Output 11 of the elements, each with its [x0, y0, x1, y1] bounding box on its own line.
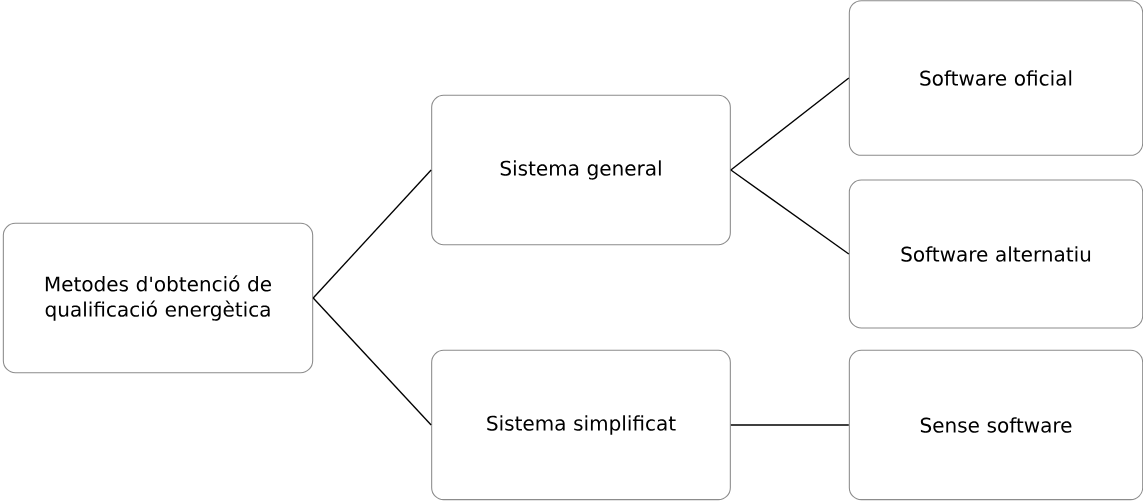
connector-line	[312, 169, 432, 299]
connector-line	[730, 77, 850, 171]
process-box: Software oficial	[848, 0, 1143, 156]
connector-line	[730, 169, 850, 255]
connector-line	[312, 297, 432, 426]
connector-line	[730, 424, 850, 426]
process-box: Metodes d'obtenció de qualificació energètica	[2, 222, 314, 374]
process-box: Sistema general	[431, 94, 731, 246]
process-box: Software alternatiu	[848, 179, 1143, 329]
process-box: Sistema simplificat	[431, 349, 731, 501]
process-box: Sense software	[848, 349, 1143, 501]
